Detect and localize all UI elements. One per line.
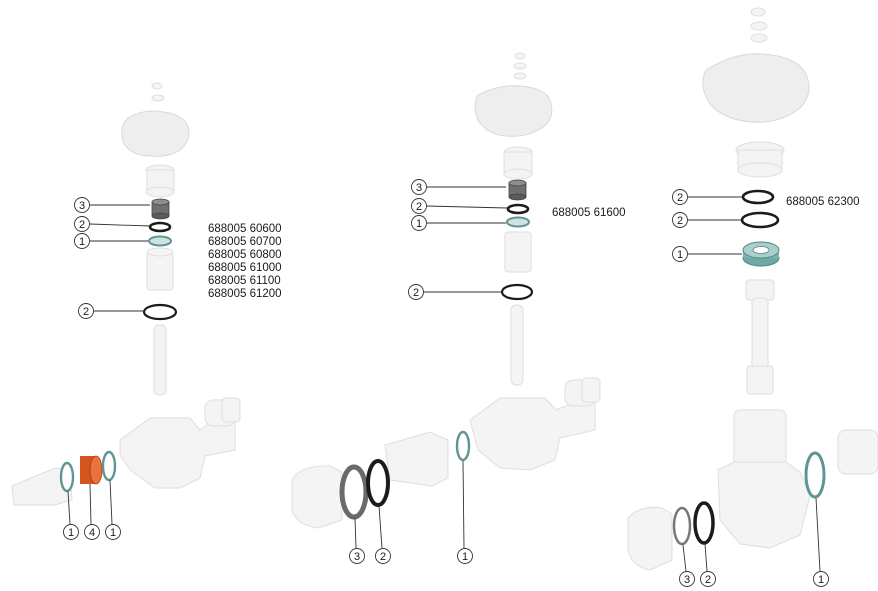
svg-text:1: 1 [79,236,85,248]
oring-part-2 [148,221,172,233]
svg-text:2: 2 [413,287,419,299]
highlight-part-4 [80,455,103,485]
seal-part-1 [742,241,780,267]
valve-body-ghost [717,461,811,549]
assembly-middle: 688005 61600 3 2 1 2 1 3 [291,52,626,564]
seal-part-1 [148,235,172,247]
oring-part-2 [741,189,775,205]
gland-part-3 [151,198,170,220]
callout: 1 [63,490,79,540]
part-number: 688005 62300 [786,196,860,208]
callout: 2 [375,505,391,564]
callout: 3 [349,517,365,564]
callout: 3 [679,544,695,587]
svg-text:1: 1 [818,574,824,586]
svg-text:1: 1 [68,527,74,539]
oring-part-2 [740,211,780,229]
callout: 2 [672,189,742,205]
oring-large-part-2 [142,303,178,321]
oring-part-2 [506,203,530,215]
seal-part-1-left [59,461,75,493]
part-number: 688005 61000 [208,262,282,274]
valve-body-ghost [469,397,596,471]
oring-part-2 [366,459,390,507]
svg-text:3: 3 [416,182,422,194]
callout: 2 [74,216,151,232]
seal-part-1 [506,216,530,228]
callout: 2 [672,212,741,228]
svg-text:2: 2 [380,551,386,563]
handwheel-ghost [121,110,190,157]
handwheel-ghost [474,85,553,137]
svg-text:1: 1 [677,249,683,261]
part-number: 688005 61600 [552,207,626,219]
gasket-part-3 [339,464,369,520]
part-number: 688005 61200 [208,288,282,300]
callout: 4 [84,483,100,540]
svg-text:3: 3 [79,200,85,212]
assembly-right: 688005 62300 2 2 1 1 3 2 [627,7,878,587]
callout: 1 [105,479,121,540]
svg-text:1: 1 [462,551,468,563]
callout: 2 [78,303,143,319]
part-number: 688005 60800 [208,249,282,261]
svg-text:2: 2 [677,192,683,204]
svg-text:2: 2 [416,201,422,213]
svg-text:3: 3 [684,574,690,586]
callout: 2 [700,543,716,587]
svg-text:1: 1 [110,527,116,539]
svg-text:1: 1 [416,218,422,230]
seal-part-1 [455,430,471,462]
part-number: 688005 60700 [208,236,282,248]
callout: 1 [74,233,148,249]
svg-text:2: 2 [705,574,711,586]
callout: 1 [457,460,473,564]
callout: 2 [408,284,501,300]
callout: 1 [411,215,506,231]
part-number: 688005 61100 [208,275,281,287]
assembly-left: 688005 60600 688005 60700 688005 60800 6… [11,82,282,540]
svg-text:2: 2 [83,306,89,318]
svg-text:2: 2 [79,219,85,231]
seal-part-1-right [101,450,117,482]
handwheel-ghost [702,53,810,123]
oring-part-2 [693,501,715,545]
callout: 1 [813,497,829,587]
oring-large-part-2 [500,283,534,301]
svg-text:3: 3 [354,551,360,563]
gasket-part-3 [672,506,692,546]
callout: 2 [411,198,508,214]
gland-part-3 [508,179,527,201]
callout: 3 [74,197,150,213]
seal-part-1 [804,451,826,499]
part-number: 688005 60600 [208,223,282,235]
callout: 1 [672,246,742,262]
svg-text:2: 2 [677,215,683,227]
valve-body-ghost [119,417,236,489]
callout: 3 [411,179,506,195]
svg-text:4: 4 [89,527,95,539]
